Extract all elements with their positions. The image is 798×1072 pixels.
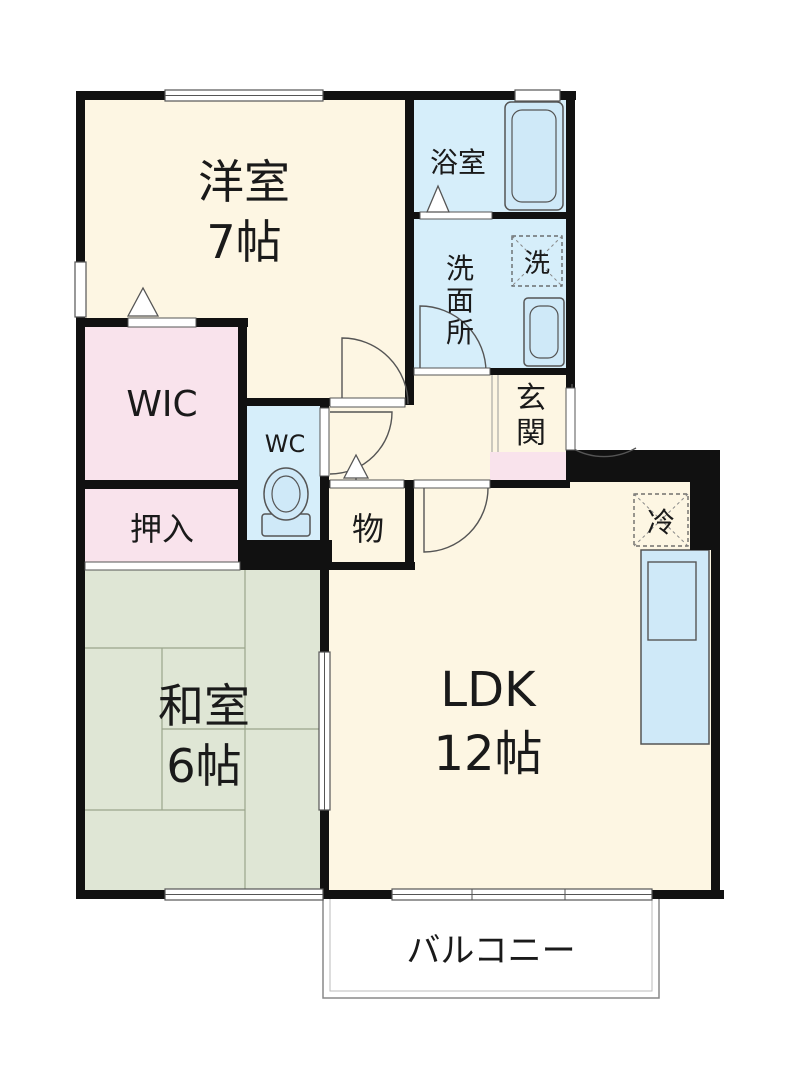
washroom-label-3: 所 <box>446 316 474 349</box>
door-ldk <box>423 487 489 553</box>
wall-top-right <box>406 91 576 100</box>
kitchen-sink <box>647 561 697 641</box>
wic-label: WIC <box>126 384 197 425</box>
wall-western-right <box>405 91 414 405</box>
fridge-label: 冷 <box>647 506 675 539</box>
entrance-floor <box>490 372 568 452</box>
japanese-room-name: 和室 <box>158 679 250 733</box>
tatami-lines <box>82 567 325 892</box>
wall-right-ldk <box>711 450 720 899</box>
room-labels: 洋室 7帖 浴室 洗 面 所 洗 WIC WC 玄 関 押入 物 冷 和室 6帖… <box>126 146 675 971</box>
oshiire-label: 押入 <box>130 510 194 548</box>
wall-wc-top <box>242 398 332 406</box>
wc-label: WC <box>265 430 306 458</box>
wall-wash-bottom <box>410 368 575 375</box>
fixtures <box>261 101 710 745</box>
wic-floor <box>82 325 242 482</box>
western-room-floor <box>82 97 408 325</box>
fridge-space <box>633 493 689 547</box>
washroom-label-2: 面 <box>446 284 474 317</box>
washroom-label-1: 洗 <box>446 252 474 285</box>
wall-left <box>76 91 85 899</box>
entry-marker-hall <box>342 453 370 479</box>
toilet-bowl <box>263 467 309 521</box>
door-entrance <box>571 384 637 458</box>
wall-wc-right <box>320 398 329 568</box>
wall-wic-right <box>238 318 247 570</box>
wall-wc-bottom <box>242 540 332 570</box>
wall-wic-bottom <box>76 480 246 489</box>
entrance-label-1: 玄 <box>516 381 546 416</box>
entry-markers <box>126 184 450 479</box>
sliding-door-western-wic <box>127 317 197 328</box>
door-swings <box>319 305 637 553</box>
ldk-name: LDK <box>440 662 537 718</box>
wall-storage-right <box>405 480 414 570</box>
balcony-rail <box>322 895 660 999</box>
floor-fills <box>82 97 715 892</box>
wall-fridge-side <box>690 450 720 550</box>
wall-right-bath <box>566 91 575 391</box>
japanese-room-size: 6帖 <box>166 739 241 793</box>
windows <box>74 89 653 901</box>
window-bath-top <box>514 89 561 102</box>
kitchen-counter <box>640 549 710 745</box>
door-gap-bath <box>419 211 493 220</box>
washer-space <box>511 235 563 287</box>
entry-marker-bath <box>426 184 450 213</box>
sliding-door-oshiire <box>84 561 241 571</box>
door-washroom <box>419 305 487 373</box>
storage-label: 物 <box>352 510 384 548</box>
wash-basin <box>523 297 565 367</box>
bathtub-inner <box>511 109 557 203</box>
bath-label: 浴室 <box>430 146 486 179</box>
washer-label: 洗 <box>524 249 550 279</box>
western-room-size: 7帖 <box>206 215 281 269</box>
western-room-name: 洋室 <box>198 155 290 209</box>
wall-storage-bottom <box>325 562 415 570</box>
entrance-step <box>490 452 568 482</box>
window-western-left <box>74 261 87 318</box>
entry-marker-western <box>126 286 160 317</box>
entrance-label-2: 関 <box>516 416 546 451</box>
door-wc <box>329 411 393 475</box>
ldk-size: 12帖 <box>433 726 542 782</box>
balcony-label: バルコニー <box>406 931 575 971</box>
oshiire-floor <box>82 487 242 567</box>
door-western <box>341 337 409 405</box>
bathtub <box>504 101 564 211</box>
